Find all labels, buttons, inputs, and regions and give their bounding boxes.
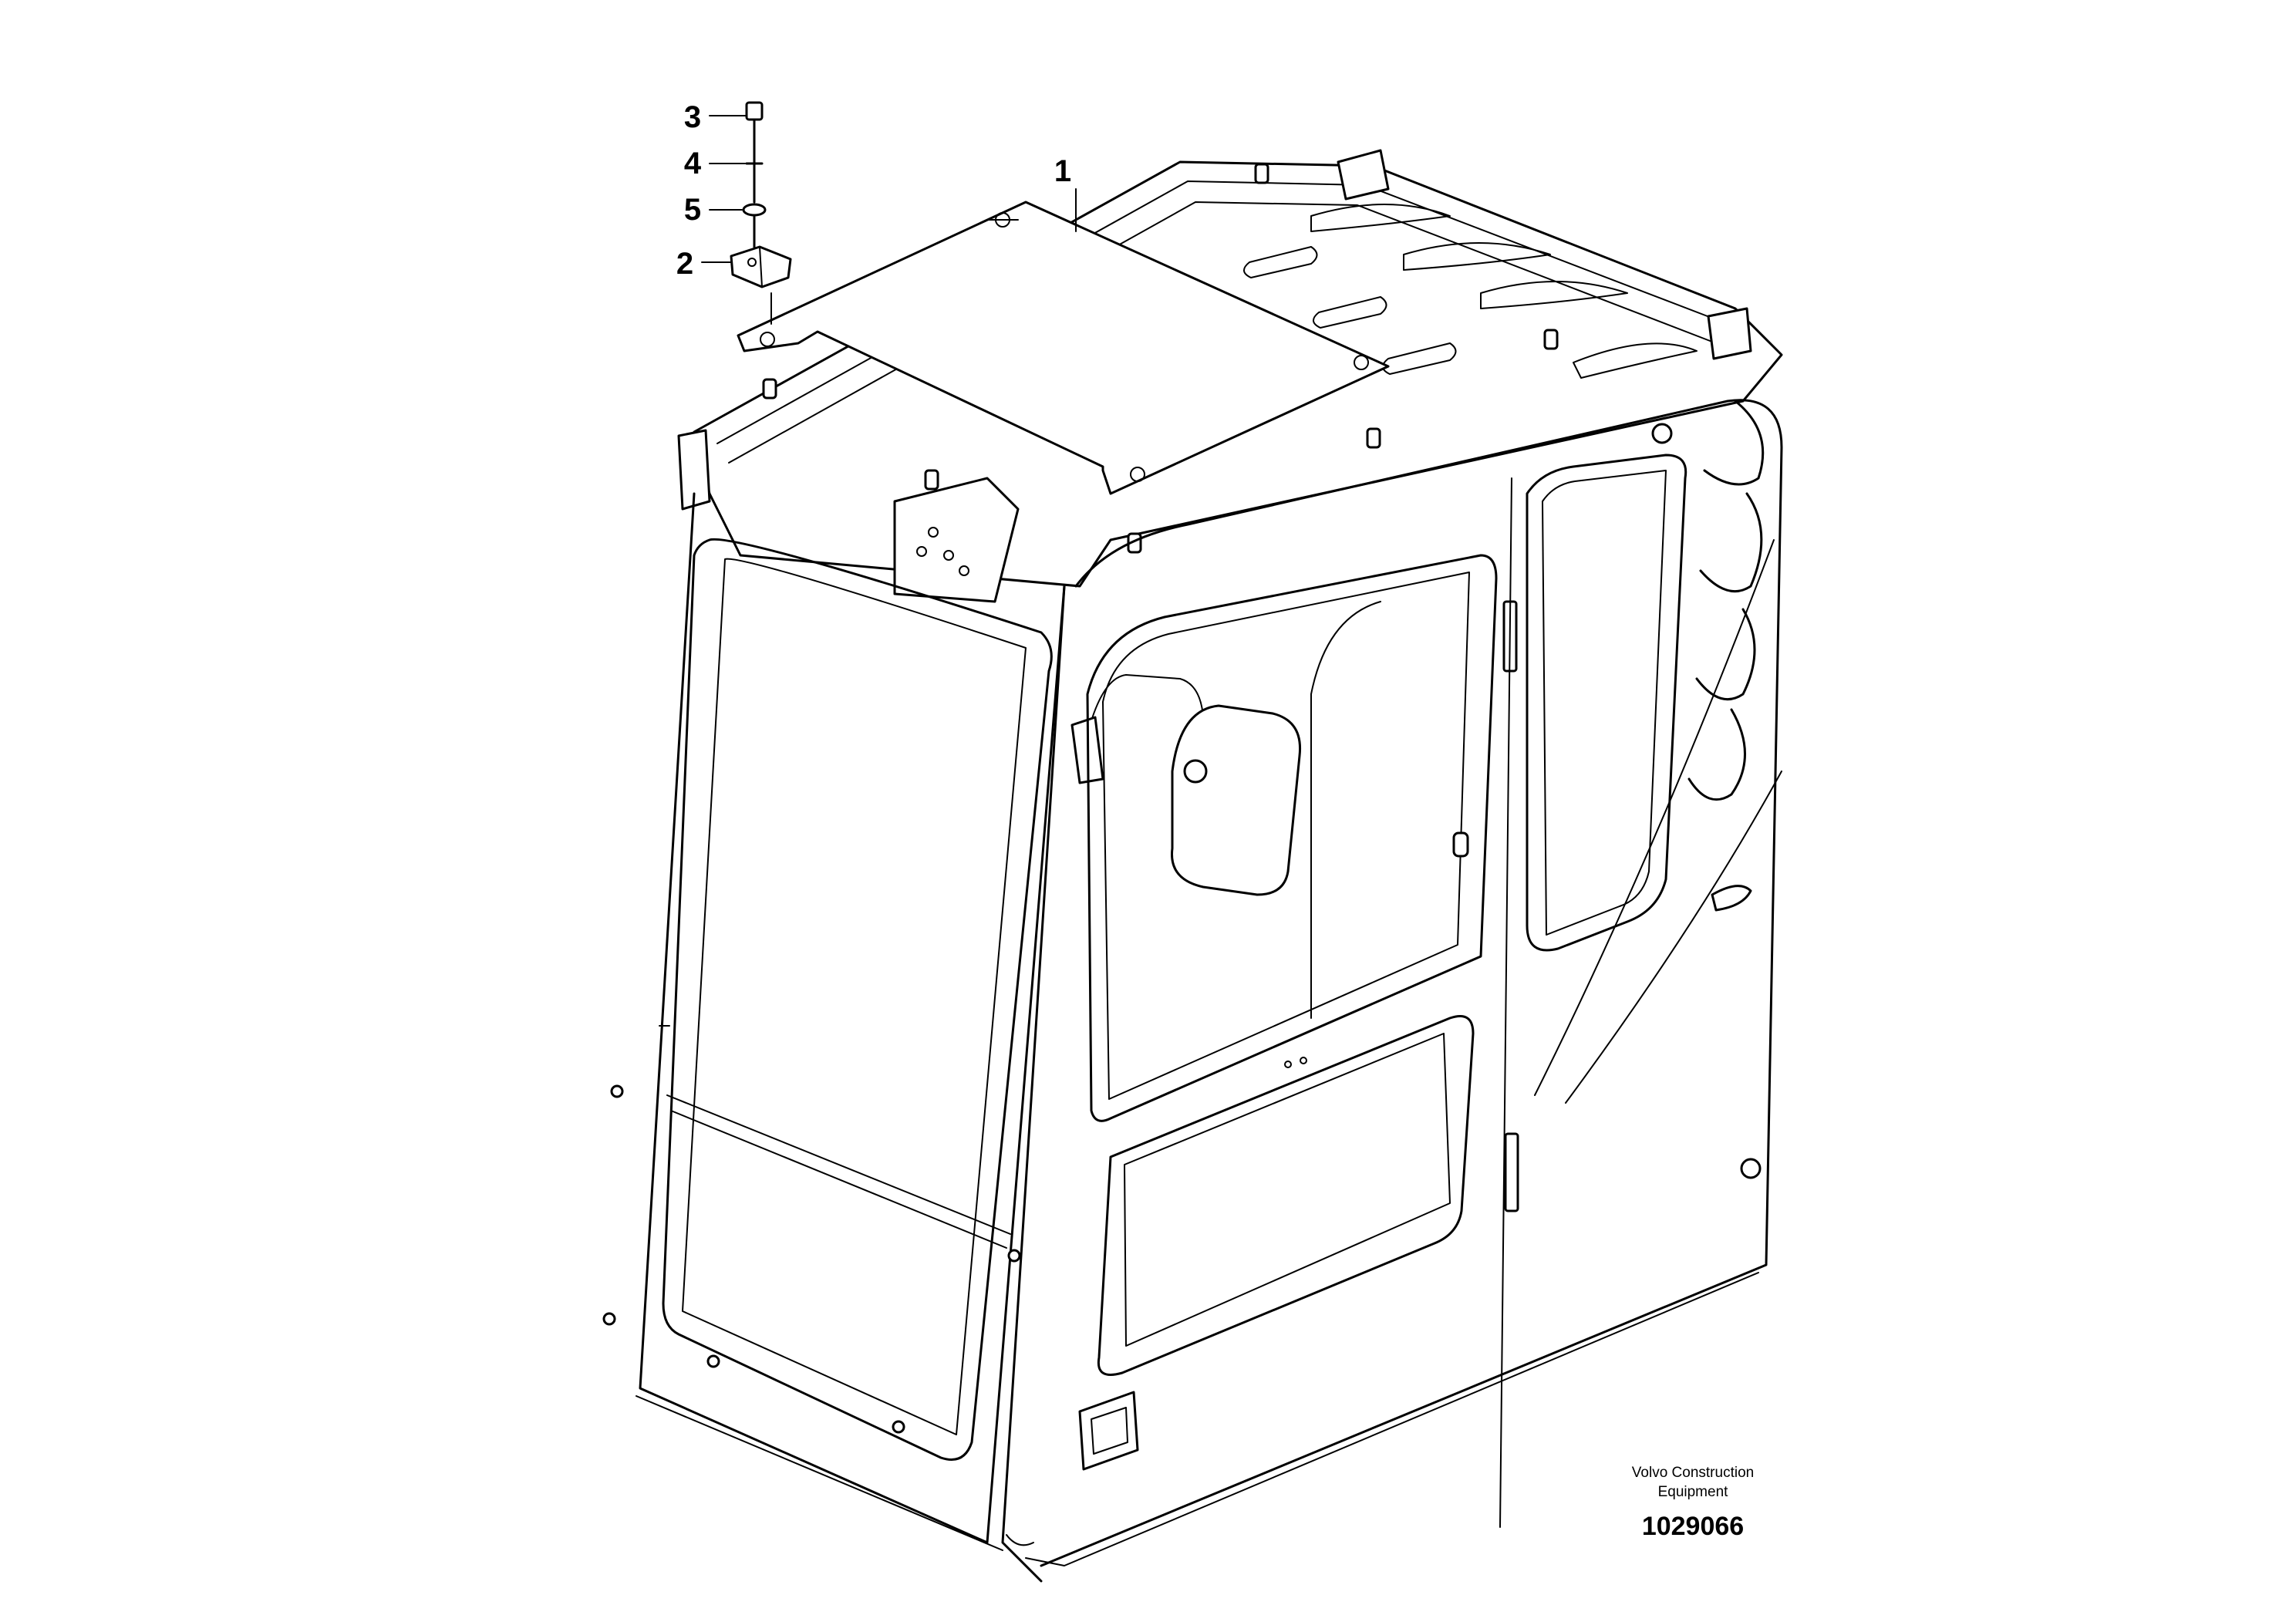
operator-cab <box>602 149 1783 1583</box>
company-name-line2: Equipment <box>1658 1484 1729 1500</box>
callout-1-label: 1 <box>1054 154 1071 188</box>
callout-2-label: 2 <box>676 247 693 281</box>
company-name-line1: Volvo Construction <box>1632 1465 1754 1481</box>
part-4-lock-washer <box>745 157 764 204</box>
plate-hole-bottom <box>1130 467 1145 482</box>
callout-3-label: 3 <box>684 100 701 134</box>
document-number: 1029066 <box>1642 1512 1744 1541</box>
callout-1: 1 <box>1054 154 1077 232</box>
callout-5-label: 5 <box>684 193 701 227</box>
footer-block: Volvo Construction Equipment 1029066 <box>1632 1465 1754 1541</box>
part-3-bolt <box>745 101 764 160</box>
part-1-roof-cover-plate <box>737 196 1390 495</box>
plate-hole-left <box>760 332 775 347</box>
plate-hole-top <box>986 212 1019 228</box>
callout-2: 2 <box>676 247 732 281</box>
callout-5: 5 <box>684 193 743 227</box>
part-2-clamp-bracket <box>730 245 792 325</box>
part-5-washer <box>742 203 767 248</box>
callout-4: 4 <box>684 147 746 180</box>
plate-hole-right <box>1354 355 1369 370</box>
callout-3: 3 <box>684 100 746 134</box>
callout-4-label: 4 <box>684 147 702 180</box>
